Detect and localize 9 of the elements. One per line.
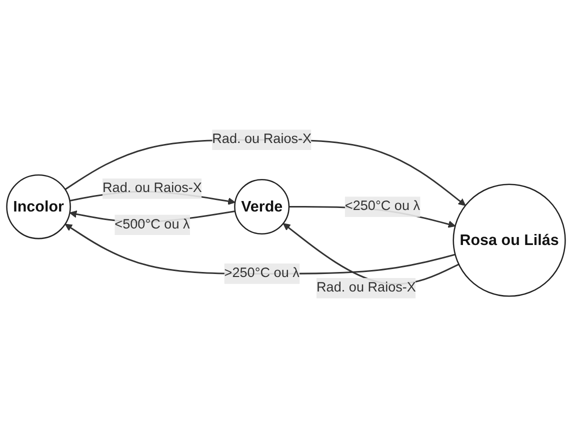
edge-label: <250°C ou λ bbox=[344, 199, 420, 214]
node-circle: Verde bbox=[234, 179, 290, 235]
node-circle: Incolor bbox=[6, 174, 71, 240]
node-circle: Rosa ou Lilás bbox=[452, 184, 566, 297]
edge-label: <500°C ou λ bbox=[114, 217, 190, 232]
edge-label: Rad. ou Raios-X bbox=[316, 280, 416, 295]
edge-label: Rad. ou Raios-X bbox=[212, 132, 312, 147]
edge-label: >250°C ou λ bbox=[224, 266, 300, 280]
edge-label: Rad. ou Raios-X bbox=[102, 181, 202, 196]
